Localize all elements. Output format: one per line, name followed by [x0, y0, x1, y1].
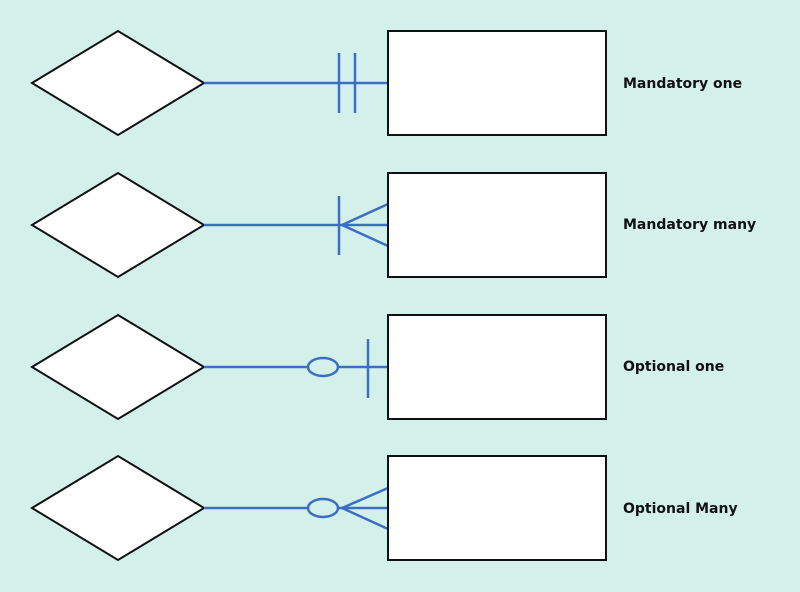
cardinality-label: Mandatory many: [623, 217, 756, 233]
mandatory-one-marker: [337, 53, 357, 113]
relationship-diamond: [30, 454, 206, 562]
optional-many-marker: [306, 486, 389, 531]
entity-box: [387, 172, 607, 278]
cardinality-label: Optional Many: [623, 501, 738, 517]
entity-box: [387, 455, 607, 561]
relationship-diamond: [30, 313, 206, 421]
relationship-diamond: [30, 29, 206, 137]
cardinality-label: Optional one: [623, 359, 724, 375]
mandatory-many-marker: [337, 196, 389, 255]
row-optional-many: Optional Many: [30, 454, 738, 562]
relationship-diamond: [30, 171, 206, 279]
entity-box: [387, 30, 607, 136]
optional-one-marker: [306, 339, 370, 398]
row-mandatory-one: Mandatory one: [30, 29, 742, 137]
cardinality-label: Mandatory one: [623, 76, 742, 92]
entity-box: [387, 314, 607, 420]
row-mandatory-many: Mandatory many: [30, 171, 756, 279]
row-optional-one: Optional one: [30, 313, 724, 421]
